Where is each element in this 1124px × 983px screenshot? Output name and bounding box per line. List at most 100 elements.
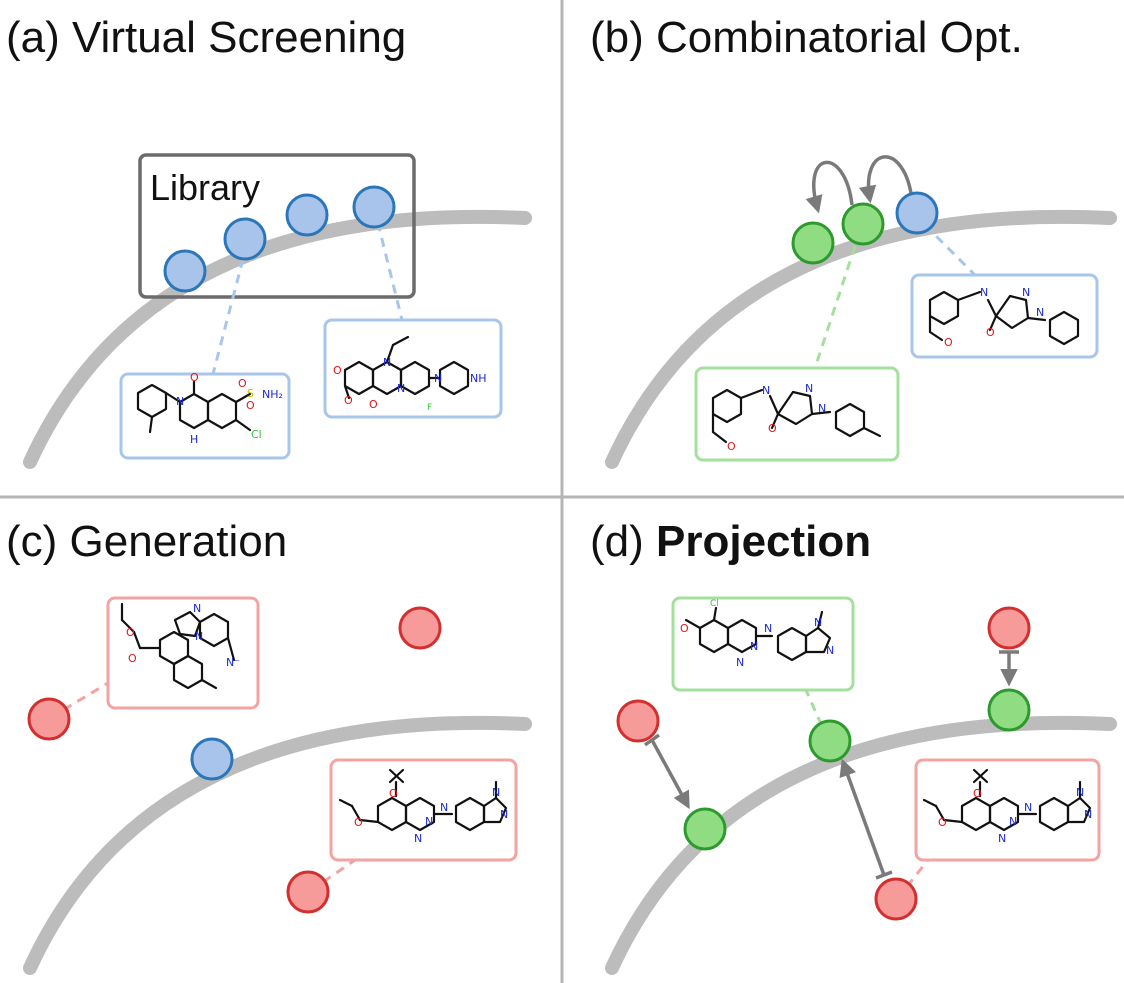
svg-text:O: O — [344, 394, 353, 407]
generated-molecule-node[interactable] — [27, 697, 71, 741]
chemical-space-manifold — [605, 209, 1117, 469]
svg-text:NH₂: NH₂ — [262, 388, 283, 401]
svg-text:N: N — [1009, 815, 1017, 828]
svg-text:N: N — [998, 832, 1006, 845]
molecule-card[interactable]: N O O N N — [910, 273, 1099, 359]
panel-c-title: (c) Generation — [6, 517, 287, 566]
projection-arrow-icon — [839, 758, 893, 880]
svg-text:N: N — [762, 384, 770, 397]
panel-b-title: (b) Combinatorial Opt. — [590, 13, 1023, 62]
svg-text:N: N — [414, 832, 422, 845]
connector-line — [813, 230, 862, 369]
panel-c: (c) Generation N N N⁻ O O — [6, 517, 532, 975]
molecule-structure-icon: O O N N N N N — [922, 768, 1092, 845]
generated-molecule-node[interactable] — [987, 606, 1031, 650]
chemical-space-manifold — [23, 209, 532, 469]
projected-molecule-node[interactable] — [683, 807, 727, 851]
svg-text:N: N — [1076, 786, 1084, 799]
generated-molecule-node[interactable] — [286, 870, 330, 914]
molecule-structure-icon: N O O N N — [928, 286, 1080, 349]
svg-text:N: N — [383, 356, 391, 369]
connector-line — [923, 223, 977, 277]
svg-text:S: S — [247, 387, 254, 400]
svg-text:N⁻: N⁻ — [226, 656, 240, 669]
panel-d: (d) Projection O Cl N N N N N — [590, 517, 1117, 975]
library-molecule-node[interactable] — [163, 249, 207, 293]
molecule-card[interactable]: S O O NH₂ N H O Cl — [119, 371, 291, 460]
svg-text:N: N — [818, 402, 826, 415]
panel-d-title-bold: Projection — [656, 517, 871, 566]
panel-d-title: (d) Projection — [590, 517, 871, 566]
projected-molecule-node[interactable] — [987, 688, 1031, 732]
projected-molecule-node[interactable] — [808, 719, 852, 763]
panel-d-title-prefix: (d) — [590, 517, 656, 566]
svg-text:N: N — [826, 644, 834, 657]
molecule-card[interactable]: N O O N N — [694, 366, 900, 462]
svg-text:N: N — [764, 622, 772, 635]
svg-text:O: O — [727, 440, 736, 453]
projection-arrow-icon — [999, 650, 1019, 687]
molecule-card[interactable]: O O N N N N N — [329, 758, 518, 862]
svg-text:O: O — [126, 626, 135, 639]
molecule-structure-icon: O O N N N N N — [338, 768, 508, 845]
molecule-structure-icon: S O O NH₂ N H O Cl — [136, 371, 283, 446]
optimized-molecule-node[interactable] — [791, 221, 835, 265]
molecule-structure-icon: N O O N N — [711, 382, 882, 453]
svg-text:O: O — [354, 816, 363, 829]
panel-b: (b) Combinatorial Opt. N O — [590, 13, 1117, 469]
molecule-card[interactable]: O O N N N N N — [914, 758, 1101, 862]
svg-text:N: N — [176, 395, 184, 408]
generated-molecule-node[interactable] — [398, 606, 442, 650]
svg-text:NH: NH — [470, 372, 487, 385]
svg-text:O: O — [369, 398, 378, 411]
library-label: Library — [150, 167, 260, 208]
molecule-card[interactable]: O Cl N N N N N — [671, 596, 855, 692]
svg-text:O: O — [238, 377, 247, 390]
svg-text:N: N — [1036, 306, 1044, 319]
svg-text:N: N — [1084, 808, 1092, 821]
svg-text:O: O — [128, 652, 137, 665]
library-molecule-node[interactable] — [285, 193, 329, 237]
generated-molecule-node[interactable] — [616, 699, 660, 743]
molecule-structure-icon: O Cl N N N N N — [680, 599, 834, 669]
svg-text:N: N — [750, 640, 758, 653]
svg-text:N: N — [440, 801, 448, 814]
svg-text:F: F — [427, 403, 432, 413]
library-molecule-node[interactable] — [352, 185, 396, 229]
svg-text:O: O — [768, 422, 777, 435]
svg-text:O: O — [190, 371, 199, 384]
svg-text:N: N — [397, 382, 405, 395]
svg-text:O: O — [986, 326, 995, 339]
svg-text:N: N — [434, 372, 442, 385]
svg-text:N: N — [1022, 286, 1030, 299]
panel-a-title: (a) Virtual Screening — [6, 13, 406, 62]
svg-text:N: N — [195, 630, 203, 643]
curved-arrow-icon — [805, 160, 854, 214]
in-space-molecule-node[interactable] — [190, 737, 234, 781]
svg-text:O: O — [389, 787, 398, 800]
curved-arrow-icon — [858, 155, 914, 204]
svg-text:O: O — [246, 399, 255, 412]
optimized-molecule-node[interactable] — [841, 202, 885, 246]
molecule-structure-icon: N N N⁻ O O — [120, 602, 240, 690]
molecule-card[interactable]: O O O N N N NH F — [323, 318, 503, 419]
svg-text:N: N — [980, 286, 988, 299]
connector-line — [49, 681, 109, 720]
start-molecule-node[interactable] — [895, 191, 939, 235]
svg-text:N: N — [736, 656, 744, 669]
svg-text:O: O — [973, 787, 982, 800]
svg-text:O: O — [680, 622, 689, 635]
library-box — [138, 153, 416, 299]
projection-arrow-icon — [643, 733, 690, 810]
connector-line — [211, 258, 245, 375]
svg-text:N: N — [814, 616, 822, 629]
library-molecule-node[interactable] — [223, 217, 267, 261]
generated-molecule-node[interactable] — [874, 877, 918, 921]
svg-text:N: N — [500, 808, 508, 821]
svg-text:N: N — [425, 815, 433, 828]
svg-text:N: N — [805, 382, 813, 395]
svg-text:N: N — [492, 786, 500, 799]
molecule-structure-icon: O O O N N N NH F — [333, 335, 487, 413]
panel-a: (a) Virtual Screening Library S O — [6, 13, 532, 469]
molecule-card[interactable]: N N N⁻ O O — [106, 596, 260, 710]
